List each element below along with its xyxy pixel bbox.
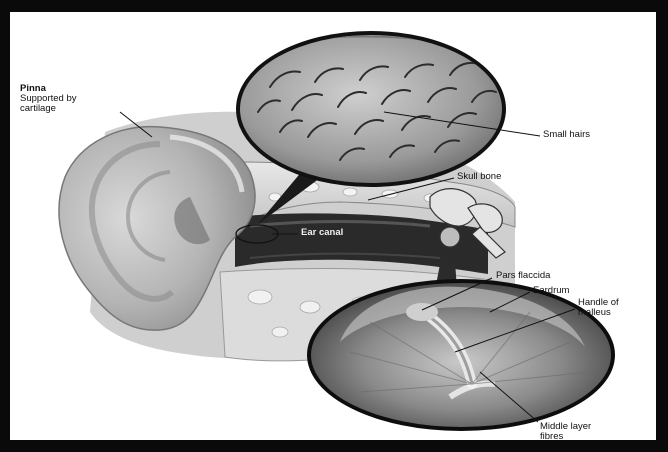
pinna-description: Supported by cartilage <box>20 94 77 114</box>
small-hairs-inset <box>236 31 510 187</box>
eardrum-inset <box>307 279 615 431</box>
ear-anatomy-illustration <box>10 12 656 440</box>
label-middle-layer-fibres: Middle layer fibres <box>540 422 591 440</box>
label-small-hairs: Small hairs <box>543 130 590 140</box>
label-pars-flaccida: Pars flaccida <box>496 271 550 281</box>
label-handle-of-malleus: Handle of malleus <box>578 298 619 318</box>
label-skull-bone: Skull bone <box>457 172 501 182</box>
diagram-frame: Pinna Supported by cartilage Small hairs… <box>10 12 656 440</box>
label-eardrum: Eardrum <box>533 286 569 296</box>
label-ear-canal: Ear canal <box>301 228 343 238</box>
